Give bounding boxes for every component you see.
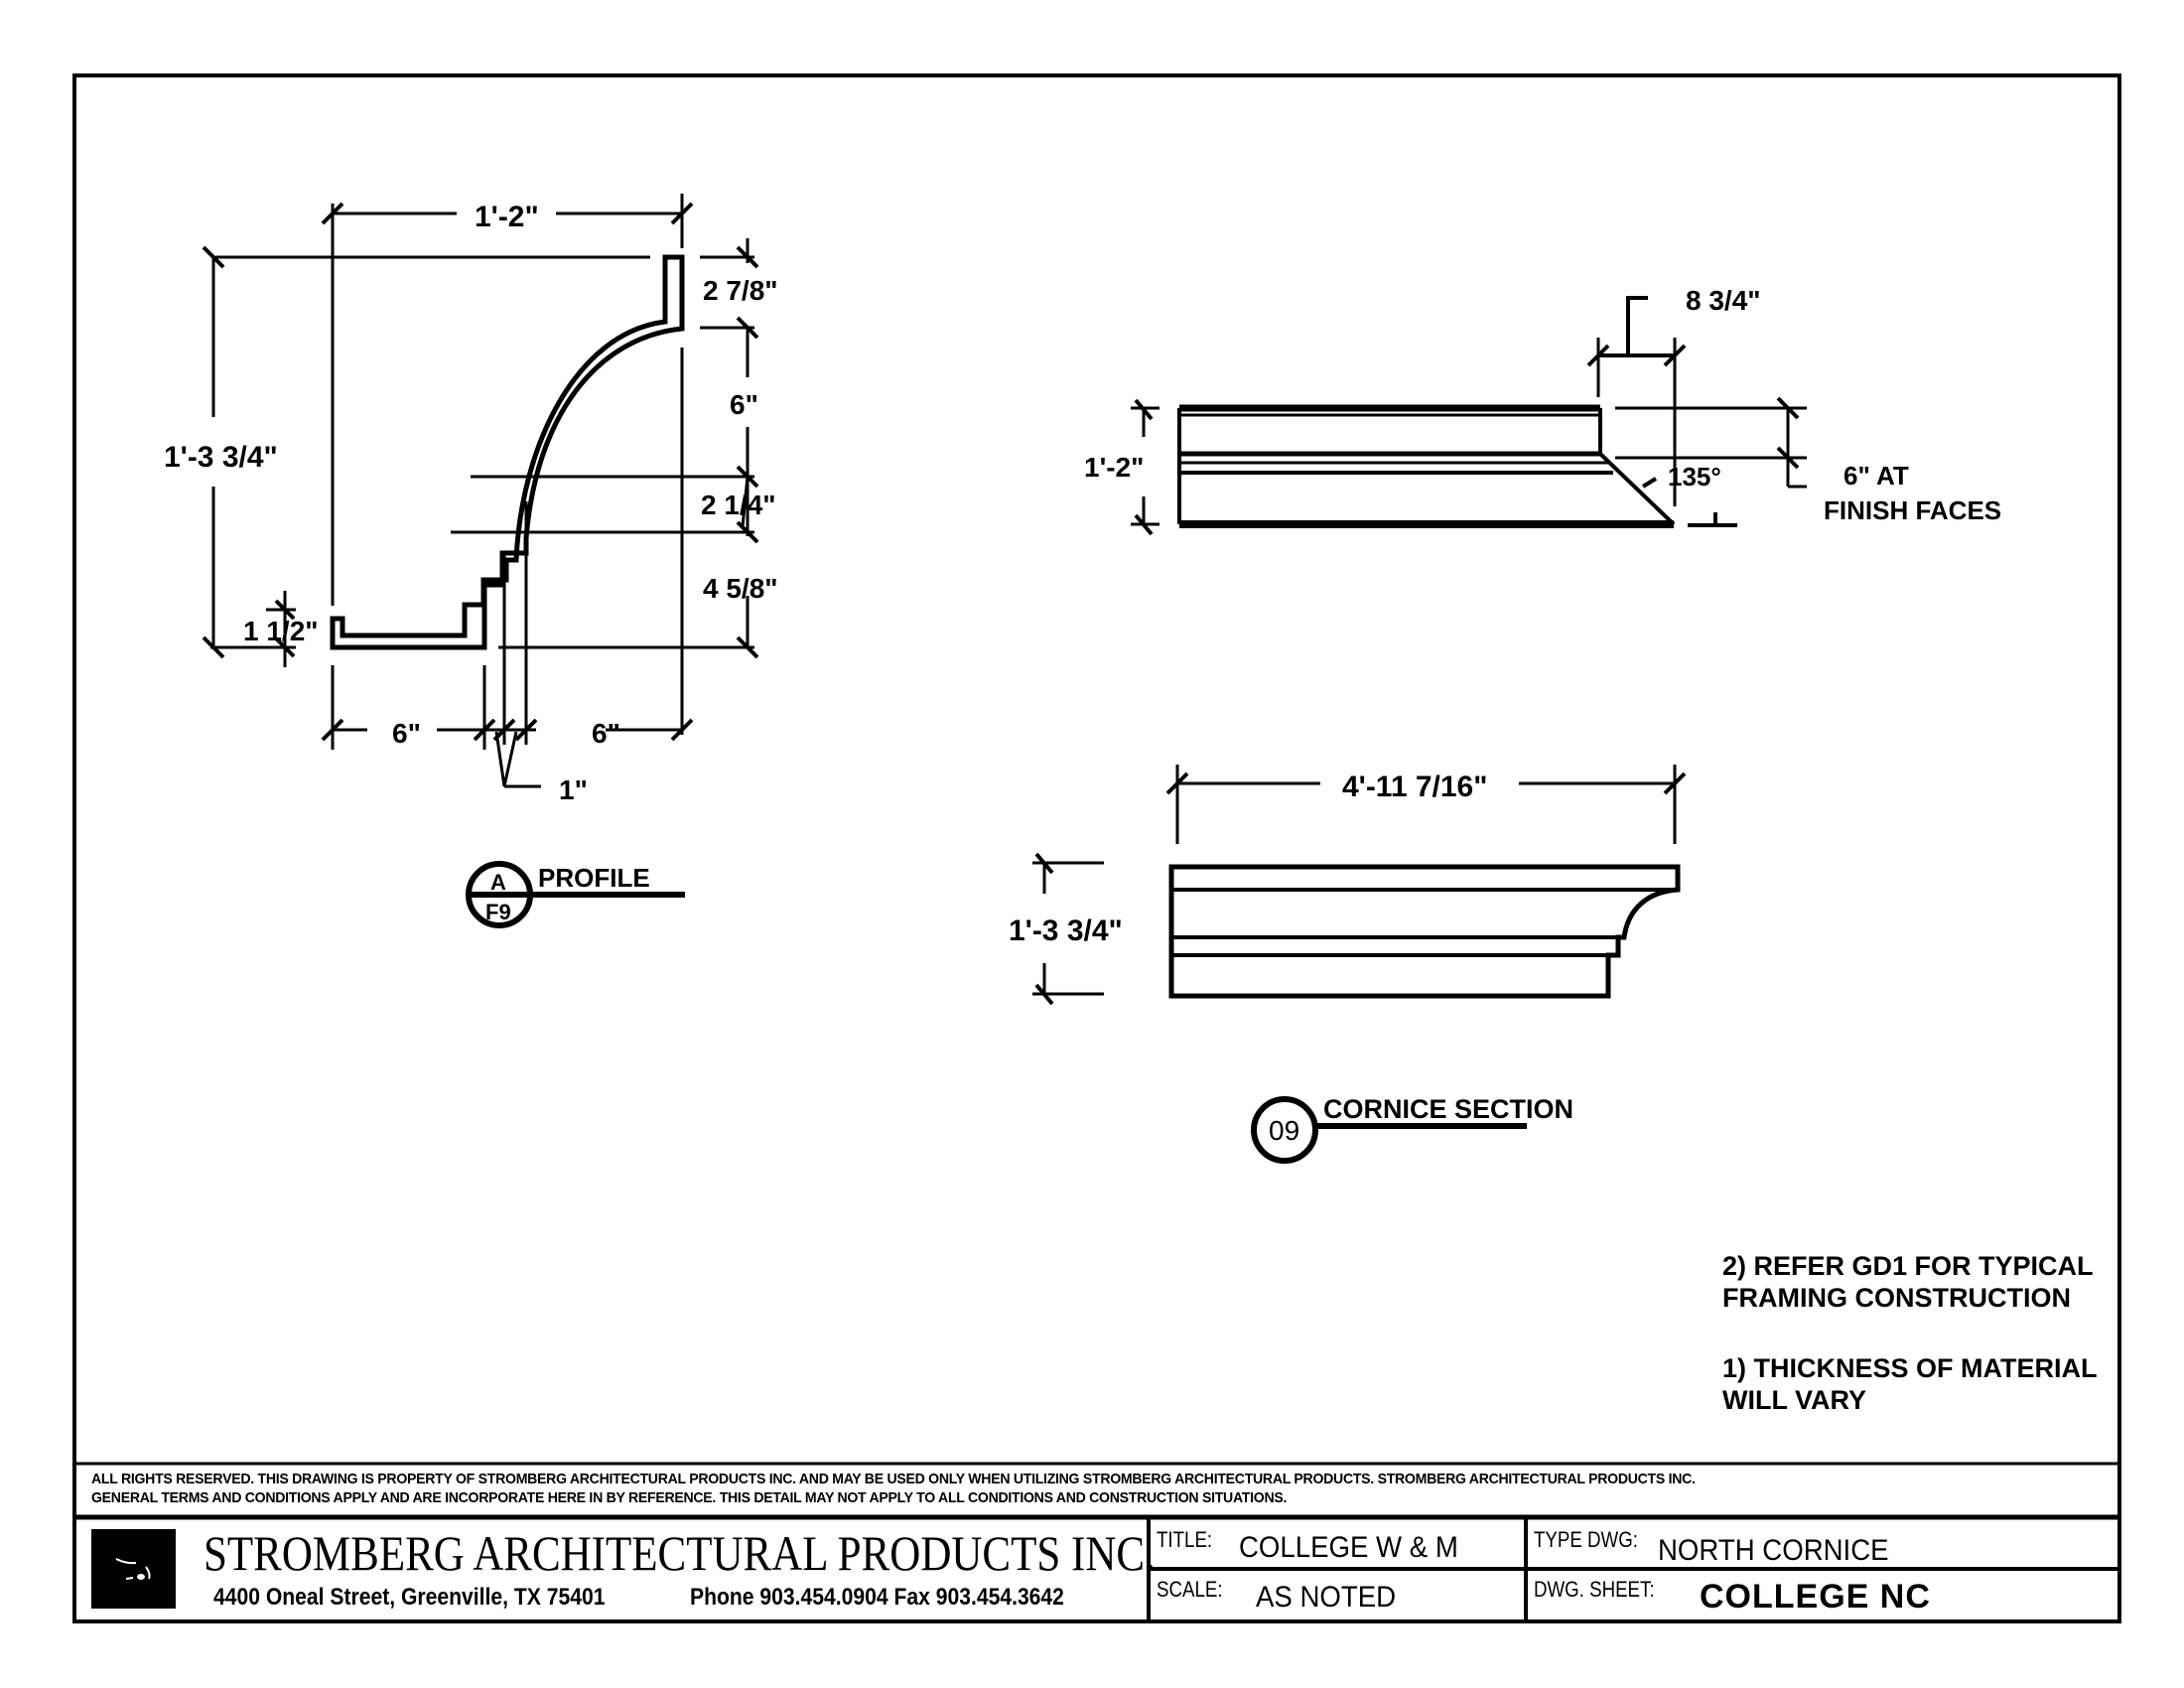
dim-return-width: 8 3/4" [1686, 285, 1761, 316]
dim-top-lip: 2 7/8" [703, 275, 778, 306]
note-2-line2: FRAMING CONSTRUCTION [1722, 1283, 2071, 1313]
plan-drawing [1131, 296, 1807, 536]
dim-cove: 6" [730, 389, 758, 420]
scale-label: SCALE: [1157, 1577, 1223, 1602]
note-1-line2: WILL VARY [1722, 1385, 1866, 1415]
disclaimer-line1: ALL RIGHTS RESERVED. THIS DRAWING IS PRO… [91, 1471, 1696, 1487]
company-address: 4400 Oneal Street, Greenville, TX 75401 [213, 1584, 606, 1611]
dwg-sheet-label: DWG. SHEET: [1534, 1577, 1655, 1602]
finish-face-line1: 6" AT [1843, 461, 1909, 491]
callout-letter: A [490, 870, 506, 895]
dim-thickness: 1" [559, 774, 588, 805]
profile-title: PROFILE [538, 863, 650, 893]
dim-bottom-lip: 1 1/2" [243, 616, 319, 646]
profile-labels: 1'-2" 1'-3 3/4" 2 7/8" 6" 2 1/4" 4 5/8" … [164, 201, 778, 924]
cornice-labels: 4'-11 7/16" 1'-3 3/4" 09 CORNICE SECTION [1009, 771, 1573, 1146]
disclaimer: ALL RIGHTS RESERVED. THIS DRAWING IS PRO… [91, 1470, 1977, 1507]
logo-icon [115, 1558, 151, 1580]
dim-plan-height: 1'-2" [1084, 452, 1144, 483]
scale-value: AS NOTED [1256, 1581, 1397, 1614]
title-value: COLLEGE W & M [1239, 1531, 1458, 1564]
type-dwg-value: NORTH CORNICE [1658, 1534, 1889, 1567]
dim-step-lower: 4 5/8" [703, 573, 778, 604]
callout-sheet: F9 [485, 900, 511, 924]
dim-cornice-length: 4'-11 7/16" [1342, 771, 1487, 803]
finish-face-line2: FINISH FACES [1824, 495, 2001, 525]
dim-bottom-left: 6" [392, 718, 421, 749]
section-title: CORNICE SECTION [1323, 1094, 1573, 1124]
disclaimer-line2: GENERAL TERMS AND CONDITIONS APPLY AND A… [91, 1489, 1288, 1506]
company-phone-fax: Phone 903.454.0904 Fax 903.454.3642 [690, 1584, 1064, 1611]
note-2-line1: 2) REFER GD1 FOR TYPICAL [1722, 1251, 2094, 1281]
title-label: TITLE: [1157, 1527, 1213, 1552]
general-notes: 2) REFER GD1 FOR TYPICAL FRAMING CONSTRU… [1722, 1251, 2098, 1415]
title-block-frame [74, 1462, 2119, 1621]
dim-step-upper: 2 1/4" [701, 490, 776, 520]
dim-overall-width: 1'-2" [475, 201, 539, 233]
dim-cornice-height: 1'-3 3/4" [1009, 914, 1123, 947]
plan-labels: 8 3/4" 1'-2" 135° 6" AT FINISH FACES [1084, 285, 2001, 525]
dim-bottom-right: 6" [592, 718, 620, 749]
dim-overall-height: 1'-3 3/4" [164, 441, 278, 474]
company-logo [91, 1529, 176, 1609]
dim-angle: 135° [1668, 462, 1721, 492]
sheet-border [72, 73, 2121, 1623]
note-1-line1: 1) THICKNESS OF MATERIAL [1722, 1353, 2098, 1383]
profile-drawing [202, 194, 759, 928]
type-dwg-label: TYPE DWG: [1534, 1527, 1638, 1552]
dwg-sheet-value: COLLEGE NC [1700, 1578, 1931, 1616]
section-callout-number: 09 [1269, 1115, 1299, 1146]
company-name: STROMBERG ARCHITECTURAL PRODUCTS INC. [204, 1525, 1156, 1581]
cornice-section-drawing [1032, 765, 1687, 1164]
profile-outline [330, 254, 685, 650]
